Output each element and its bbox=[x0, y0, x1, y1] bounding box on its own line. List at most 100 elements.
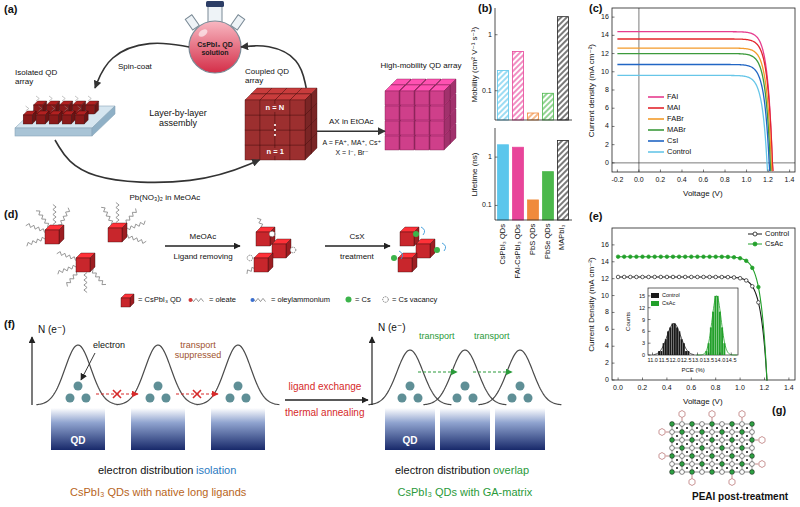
process-arrow bbox=[95, 43, 189, 88]
lattice-site bbox=[716, 435, 718, 437]
phenyl-ring bbox=[759, 461, 765, 468]
ligand-chain bbox=[92, 269, 106, 284]
cube-front bbox=[36, 115, 45, 124]
lattice-ion bbox=[670, 446, 675, 451]
lattice-ion bbox=[730, 438, 735, 443]
legend-text: FAI bbox=[667, 93, 678, 102]
ligand-fuzz bbox=[26, 106, 29, 111]
legend-swatch bbox=[651, 293, 659, 298]
figure-label: (a) bbox=[4, 3, 17, 16]
tick-label: 15 bbox=[639, 293, 645, 299]
data-marker bbox=[677, 275, 681, 279]
lattice-ion bbox=[690, 438, 695, 443]
ligand-fuzz bbox=[62, 96, 65, 101]
cube-front bbox=[398, 258, 412, 272]
qd-block bbox=[495, 408, 545, 450]
lattice-ion bbox=[740, 422, 745, 427]
lattice-ion bbox=[690, 470, 695, 475]
lattice-site bbox=[736, 451, 738, 453]
legend-entry: = CsPbI₃ QD bbox=[120, 293, 181, 308]
data-marker bbox=[671, 275, 675, 279]
panel-b-art bbox=[495, 8, 572, 220]
data-marker bbox=[738, 256, 742, 260]
histogram-bar bbox=[717, 296, 719, 355]
tick-mark bbox=[612, 126, 615, 127]
figure-label: (b) bbox=[478, 2, 492, 15]
node-label: High-mobility QD array bbox=[379, 61, 463, 70]
cube-front bbox=[430, 121, 444, 135]
qd-cube bbox=[430, 85, 450, 105]
lattice-ion bbox=[730, 422, 735, 427]
lattice-ion bbox=[730, 462, 735, 467]
data-marker bbox=[653, 275, 657, 279]
legend-text: MABr bbox=[667, 126, 686, 135]
lattice-ion bbox=[710, 454, 715, 459]
lattice-site bbox=[676, 459, 678, 461]
tick-label: 16 bbox=[601, 13, 609, 21]
figure-label: A = FA⁺, MA⁺, Cs⁺ bbox=[323, 139, 382, 147]
qd-block bbox=[131, 408, 185, 450]
tick-label: 1.4 bbox=[785, 176, 795, 184]
tick-label: 6 bbox=[605, 104, 609, 112]
lattice-ion bbox=[750, 470, 755, 475]
figure-label: Current density (mA cm⁻²) bbox=[586, 44, 595, 137]
legend-text: MAI bbox=[667, 104, 680, 113]
cs-ion bbox=[413, 231, 419, 237]
electron-dot bbox=[406, 382, 415, 391]
tick-label: 8 bbox=[605, 308, 609, 316]
lattice-site bbox=[696, 467, 698, 469]
zero-line bbox=[638, 8, 639, 172]
legend-text: CsI bbox=[667, 137, 678, 146]
tick-label: 11.5 bbox=[659, 357, 669, 363]
cube-front bbox=[385, 106, 399, 120]
jv-curve bbox=[618, 257, 767, 380]
qd-cube bbox=[23, 111, 36, 124]
pea-chain bbox=[712, 418, 713, 422]
tick-mark bbox=[660, 170, 661, 173]
ligand-head bbox=[251, 298, 255, 302]
lattice-ion bbox=[680, 438, 685, 443]
figure-label: PbS QDs bbox=[529, 224, 538, 255]
lattice-ion bbox=[720, 422, 725, 427]
fit-curve bbox=[696, 296, 737, 355]
data-marker bbox=[696, 255, 700, 259]
tick-label: 1.0 bbox=[735, 384, 745, 392]
tick-label: 0.2 bbox=[655, 176, 665, 184]
ligand-chain bbox=[67, 271, 81, 286]
qd-array-node: Coupled QD arrayn = Nn = 1 bbox=[245, 88, 317, 160]
figure-label: overlap bbox=[493, 464, 529, 477]
cube-front bbox=[400, 232, 414, 246]
electron-dot bbox=[398, 394, 407, 403]
tick-label: 0.2 bbox=[638, 384, 648, 392]
qd-cube bbox=[272, 239, 291, 258]
tick-label: 14.5 bbox=[726, 357, 737, 363]
tick-mark bbox=[618, 378, 619, 381]
tick-label: 0.6 bbox=[686, 384, 696, 392]
cube-side bbox=[450, 79, 456, 99]
electron-dot bbox=[516, 382, 525, 391]
layer-dots bbox=[274, 124, 276, 126]
legend-sample bbox=[648, 115, 664, 123]
plot-frame bbox=[612, 228, 795, 380]
figure-label: (g) bbox=[772, 404, 786, 417]
lattice-site bbox=[676, 451, 678, 453]
lattice-site bbox=[686, 443, 688, 445]
leader-line bbox=[81, 353, 95, 380]
histogram-bar bbox=[685, 351, 687, 355]
lattice-ion bbox=[700, 422, 705, 427]
lattice-ion bbox=[730, 454, 735, 459]
phenyl-ring bbox=[759, 437, 765, 444]
tick-mark bbox=[612, 162, 615, 163]
lattice-ion bbox=[720, 454, 725, 459]
data-marker bbox=[616, 255, 620, 259]
ligand-fuzz bbox=[88, 96, 91, 101]
jv-curve bbox=[617, 32, 773, 171]
electron-dot bbox=[146, 394, 155, 403]
lattice-ion bbox=[750, 438, 755, 443]
lattice-site bbox=[746, 427, 748, 429]
qd-cube bbox=[121, 294, 134, 307]
figure-label: electron distribution bbox=[395, 464, 490, 477]
tick-mark bbox=[495, 34, 498, 35]
open-transport bbox=[418, 371, 457, 372]
tick-label: 13.0 bbox=[692, 357, 703, 363]
